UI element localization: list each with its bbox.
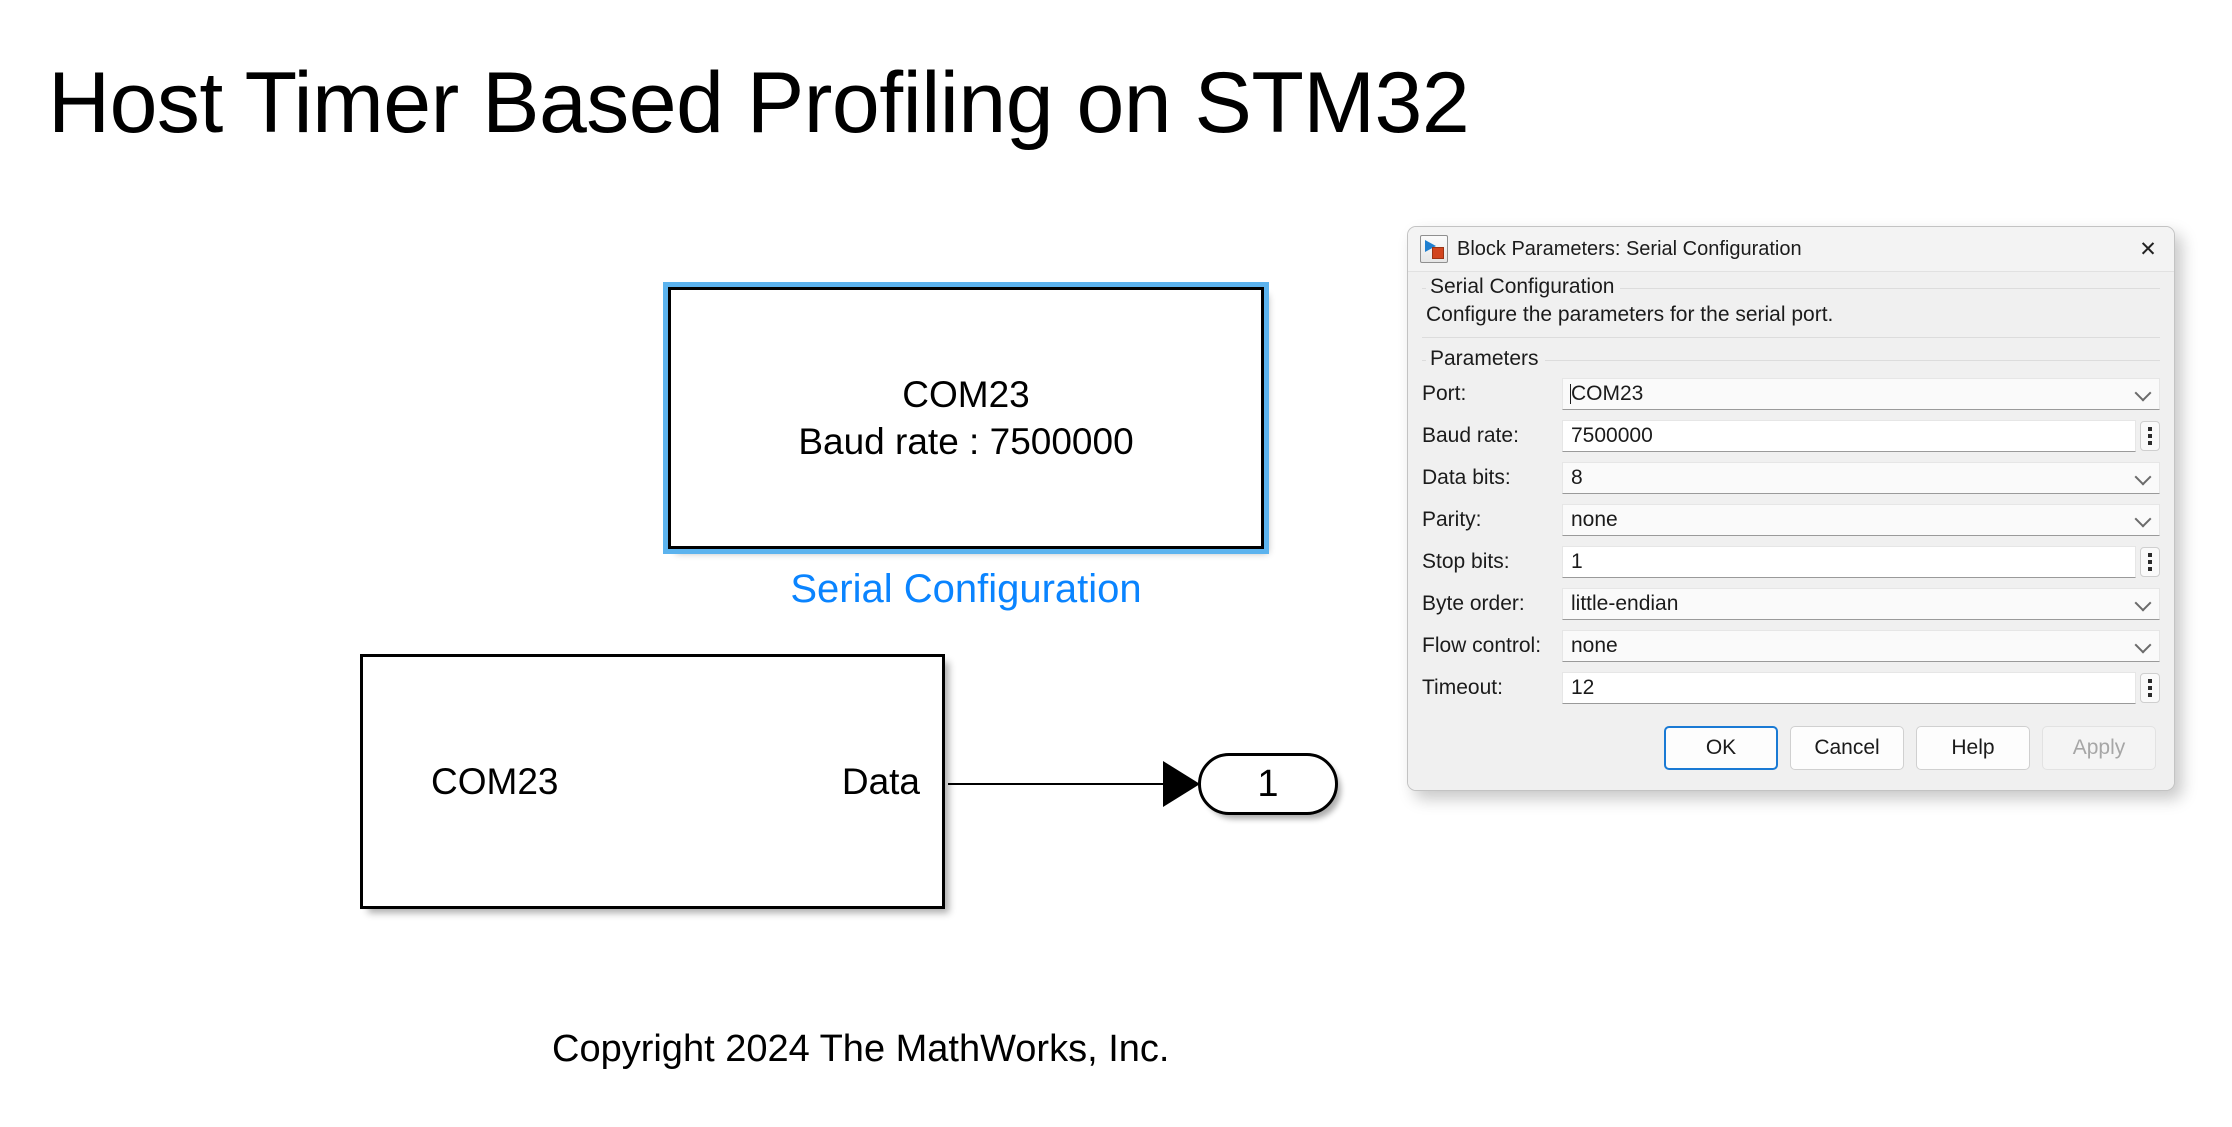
parameter-value: none bbox=[1571, 634, 1618, 657]
parameter-label: Parity: bbox=[1422, 508, 1482, 531]
parameter-value: none bbox=[1571, 508, 1618, 531]
description-groupbox-title: Serial Configuration bbox=[1426, 275, 1621, 299]
chevron-down-icon bbox=[2134, 510, 2152, 528]
parameter-dropdown[interactable]: little-endian bbox=[1562, 588, 2160, 620]
parameter-value: 7500000 bbox=[1571, 424, 1653, 447]
copyright-text: Copyright 2024 The MathWorks, Inc. bbox=[552, 1028, 1170, 1070]
parameter-row: Data bits: 8 bbox=[1422, 459, 2160, 497]
parameter-field-wrapper: 8 bbox=[1562, 461, 2160, 495]
parameter-dropdown[interactable]: COM23 bbox=[1562, 378, 2160, 410]
parameters-groupbox-title: Parameters bbox=[1426, 347, 1545, 371]
parameter-row: Port: COM23 bbox=[1422, 375, 2160, 413]
parameter-input[interactable]: 1 bbox=[1562, 546, 2136, 578]
parameter-row: Flow control: none bbox=[1422, 627, 2160, 665]
parameter-row: Parity: none bbox=[1422, 501, 2160, 539]
parameter-value: 12 bbox=[1571, 676, 1595, 699]
parameter-label: Stop bits: bbox=[1422, 550, 1510, 573]
parameter-field-wrapper: none bbox=[1562, 503, 2160, 537]
parameter-input[interactable]: 12 bbox=[1562, 672, 2136, 704]
description-text: Configure the parameters for the serial … bbox=[1426, 303, 1834, 326]
serial-config-port-text: COM23 bbox=[902, 373, 1030, 415]
serial-configuration-block[interactable]: COM23 Baud rate : 7500000 bbox=[663, 282, 1269, 554]
parameter-dropdown[interactable]: none bbox=[1562, 630, 2160, 662]
outport-block[interactable]: 1 bbox=[1198, 753, 1338, 815]
page-title: Host Timer Based Profiling on STM32 bbox=[48, 55, 1470, 151]
parameter-label: Port: bbox=[1422, 382, 1467, 405]
serial-configuration-block-label: Serial Configuration bbox=[790, 567, 1142, 611]
parameter-label: Timeout: bbox=[1422, 676, 1503, 699]
parameter-row: Timeout: 12 bbox=[1422, 669, 2160, 707]
serial-receive-block[interactable]: COM23 Data bbox=[360, 654, 945, 909]
parameter-row: Byte order: little-endian bbox=[1422, 585, 2160, 623]
parameter-input[interactable]: 7500000 bbox=[1562, 420, 2136, 452]
parameter-field-wrapper: none bbox=[1562, 629, 2160, 663]
serial-receive-port-text: COM23 bbox=[431, 760, 559, 802]
parameter-label: Baud rate: bbox=[1422, 424, 1519, 447]
ok-button[interactable]: OK bbox=[1664, 726, 1778, 770]
parameter-label: Data bits: bbox=[1422, 466, 1511, 489]
block-parameters-dialog: Block Parameters: Serial Configuration ✕… bbox=[1407, 226, 2175, 791]
parameter-field-wrapper: little-endian bbox=[1562, 587, 2160, 621]
parameter-field-wrapper: 7500000 bbox=[1562, 419, 2160, 453]
expression-picker-icon[interactable] bbox=[2140, 673, 2160, 703]
parameter-field-wrapper: 12 bbox=[1562, 671, 2160, 705]
dialog-footer: OK Cancel Help Apply bbox=[1408, 711, 2174, 790]
dialog-titlebar[interactable]: Block Parameters: Serial Configuration ✕ bbox=[1408, 227, 2174, 272]
parameter-value: little-endian bbox=[1571, 592, 1679, 615]
help-button[interactable]: Help bbox=[1916, 726, 2030, 770]
parameter-dropdown[interactable]: none bbox=[1562, 504, 2160, 536]
parameter-value: 1 bbox=[1571, 550, 1583, 573]
chevron-down-icon bbox=[2134, 594, 2152, 612]
description-separator bbox=[1422, 337, 2160, 338]
description-groupbox: Serial Configuration Configure the param… bbox=[1422, 275, 2160, 338]
parameter-field-wrapper: 1 bbox=[1562, 545, 2160, 579]
parameter-field-wrapper: COM23 bbox=[1562, 377, 2160, 411]
chevron-down-icon bbox=[2134, 468, 2152, 486]
outport-number: 1 bbox=[1257, 762, 1279, 805]
dialog-title: Block Parameters: Serial Configuration bbox=[1457, 237, 1802, 260]
parameter-label: Flow control: bbox=[1422, 634, 1542, 657]
parameter-value: COM23 bbox=[1571, 382, 1644, 405]
dialog-body: Serial Configuration Configure the param… bbox=[1408, 272, 2174, 711]
chevron-down-icon bbox=[2134, 636, 2152, 654]
cancel-button[interactable]: Cancel bbox=[1790, 726, 1904, 770]
expression-picker-icon[interactable] bbox=[2140, 421, 2160, 451]
close-icon[interactable]: ✕ bbox=[2139, 237, 2157, 261]
apply-button: Apply bbox=[2042, 726, 2156, 770]
parameter-dropdown[interactable]: 8 bbox=[1562, 462, 2160, 494]
parameter-row: Baud rate: 7500000 bbox=[1422, 417, 2160, 455]
serial-receive-data-output-label: Data bbox=[841, 760, 920, 802]
simulink-block-icon bbox=[1420, 235, 1448, 263]
parameter-value: 8 bbox=[1571, 466, 1583, 489]
parameter-row: Stop bits: 1 bbox=[1422, 543, 2160, 581]
parameter-label: Byte order: bbox=[1422, 592, 1525, 615]
signal-line[interactable] bbox=[948, 783, 1176, 785]
serial-config-baud-text: Baud rate : 7500000 bbox=[798, 421, 1134, 462]
chevron-down-icon bbox=[2134, 384, 2152, 402]
signal-arrow-icon bbox=[1163, 761, 1200, 807]
expression-picker-icon[interactable] bbox=[2140, 547, 2160, 577]
